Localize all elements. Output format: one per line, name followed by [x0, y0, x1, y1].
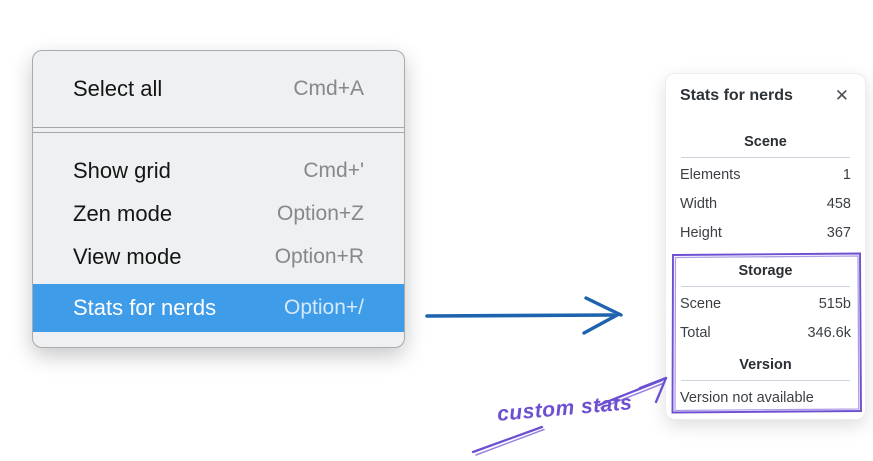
menu-item-shortcut: Cmd+': [303, 158, 364, 182]
close-icon[interactable]: ✕: [834, 86, 849, 105]
menu-item-label: Stats for nerds: [73, 295, 217, 320]
menu-item-view-mode[interactable]: View mode Option+R: [33, 235, 404, 278]
menu-item-select-all[interactable]: Select all Cmd+A: [33, 51, 404, 127]
menu-item-label: Select all: [73, 76, 163, 101]
section-rule: [681, 380, 850, 381]
menu-item-label: View mode: [73, 243, 182, 269]
stat-label: Width: [680, 196, 718, 212]
stat-row-width: Width 458: [680, 190, 851, 219]
menu-item-show-grid[interactable]: Show grid Cmd+': [33, 149, 404, 192]
section-rule: [681, 286, 850, 287]
stat-label: Elements: [680, 167, 741, 183]
menu-separator: [33, 127, 404, 133]
menu-item-stats-for-nerds[interactable]: Stats for nerds Option+/: [33, 284, 404, 332]
stat-value: 367: [826, 225, 851, 241]
stat-row-scene-size: Scene 515b: [680, 290, 851, 319]
stats-panel-header: Stats for nerds ✕: [680, 84, 851, 108]
section-title-storage: Storage: [738, 263, 793, 279]
menu-item-label: Show grid: [73, 157, 171, 183]
menu-item-shortcut: Option+R: [274, 244, 364, 268]
section-title-scene: Scene: [744, 134, 787, 150]
blue-arrow: [425, 296, 623, 335]
stat-row-total-size: Total 346.6k: [680, 319, 851, 348]
version-note: Version not available: [680, 390, 814, 406]
menu-item-zen-mode[interactable]: Zen mode Option+Z: [33, 192, 404, 235]
stats-for-nerds-panel: Stats for nerds ✕ Scene Elements 1 Width…: [665, 73, 866, 420]
stat-value: 458: [826, 196, 851, 212]
menu-item-shortcut: Option+/: [284, 296, 364, 319]
stats-panel-title: Stats for nerds: [680, 87, 793, 104]
stat-value: 515b: [818, 296, 851, 312]
stat-label: Total: [680, 325, 711, 341]
menu-group-top: Select all Cmd+A: [33, 51, 404, 127]
stat-row-elements: Elements 1: [680, 161, 851, 190]
section-rule: [681, 157, 850, 158]
stat-value: 1: [842, 167, 851, 183]
annotation-custom-stats: custom stats: [496, 391, 634, 426]
stat-value: 346.6k: [807, 325, 851, 341]
stat-label: Height: [680, 225, 722, 241]
menu-group-bottom: Show grid Cmd+' Zen mode Option+Z View m…: [33, 133, 404, 332]
section-title-version: Version: [739, 357, 792, 373]
menu-item-label: Zen mode: [73, 200, 173, 226]
stat-row-height: Height 367: [680, 219, 851, 248]
context-menu: Select all Cmd+A Show grid Cmd+' Zen mod…: [32, 50, 405, 348]
menu-item-shortcut: Option+Z: [277, 201, 364, 225]
stat-label: Scene: [680, 296, 722, 312]
menu-item-shortcut: Cmd+A: [293, 77, 364, 100]
